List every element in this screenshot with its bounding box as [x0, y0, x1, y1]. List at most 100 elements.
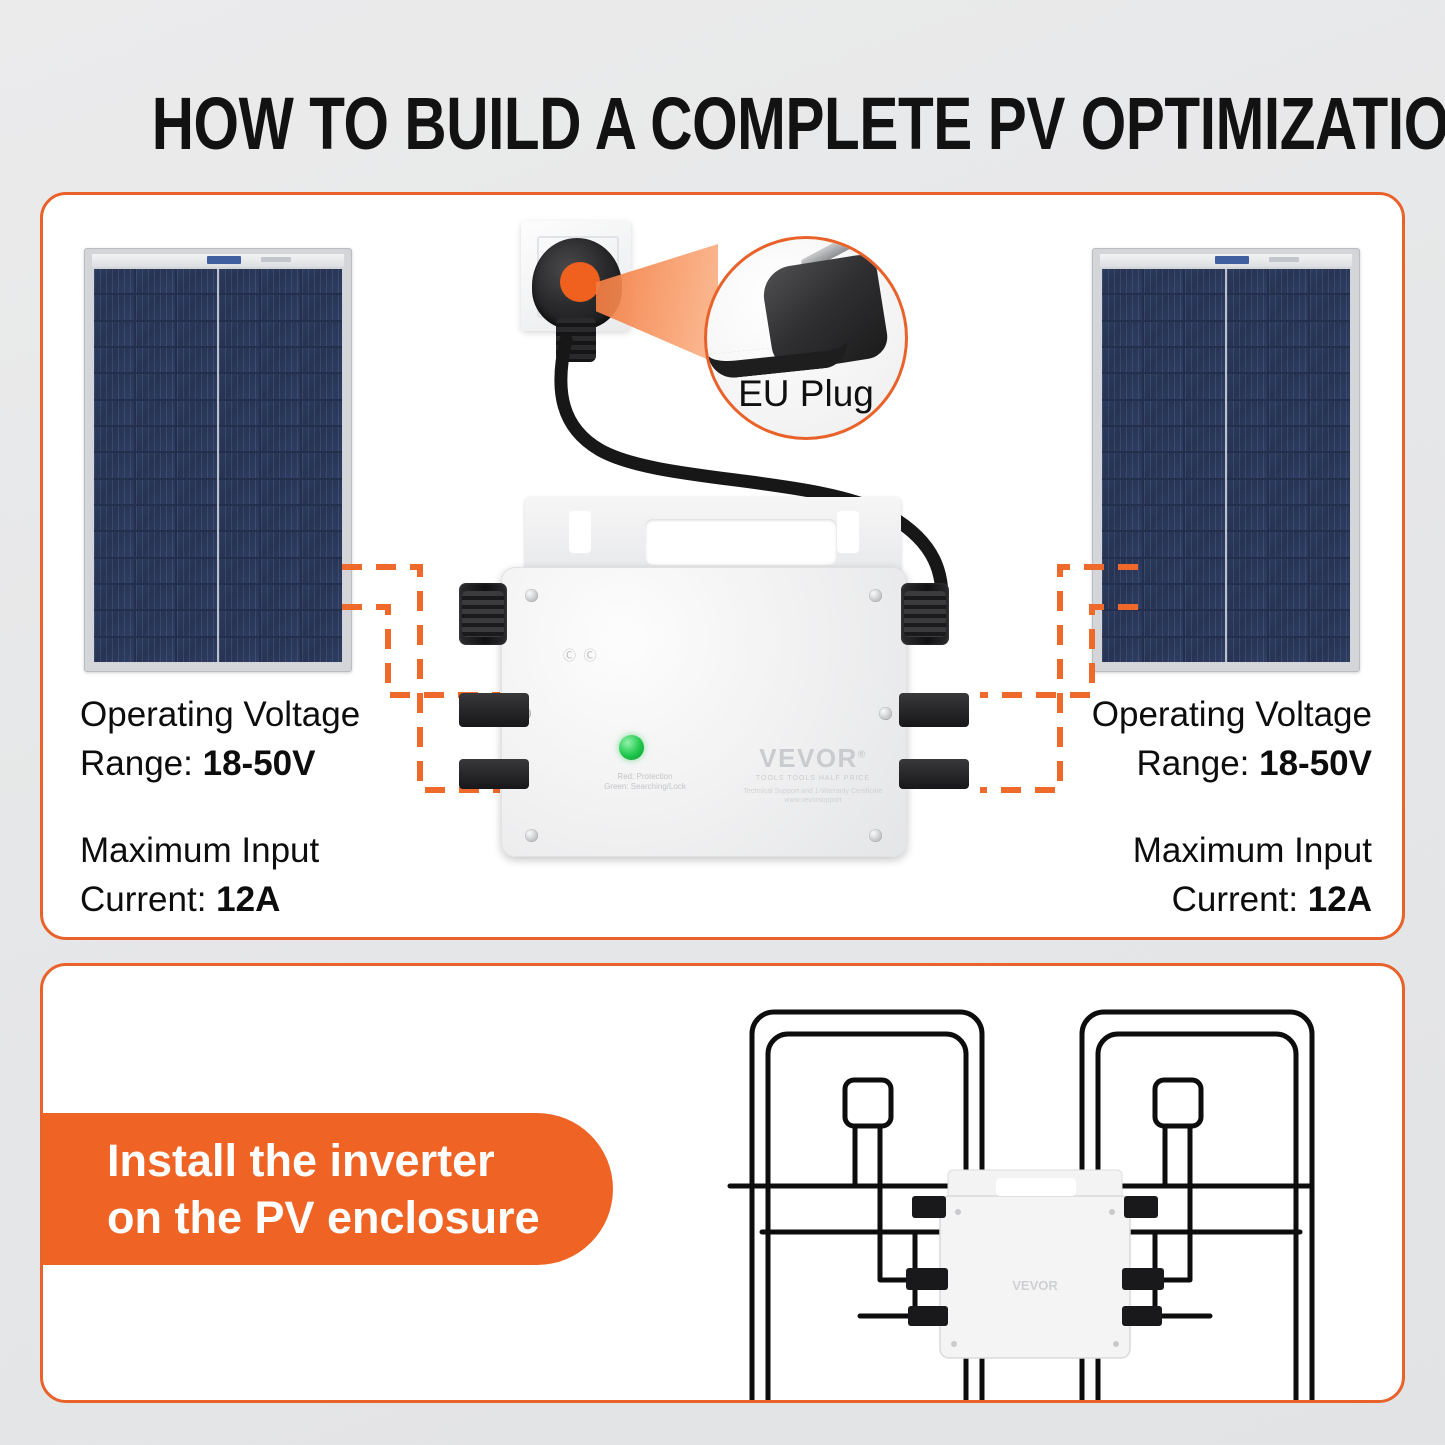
solar-cell — [177, 321, 217, 346]
solar-cell — [1310, 374, 1350, 399]
solar-cell — [302, 427, 342, 452]
panel-label-text — [1268, 257, 1299, 262]
solar-cell — [1102, 611, 1142, 636]
solar-cell — [219, 611, 259, 636]
spec-voltage-label: Operating Voltage — [1091, 695, 1372, 734]
solar-cell — [1310, 321, 1350, 346]
solar-cell — [1185, 400, 1225, 425]
solar-cell — [1227, 453, 1267, 478]
eu-plug-label: EU Plug — [738, 373, 874, 414]
solar-cell — [1268, 269, 1309, 294]
solar-cell — [1227, 532, 1267, 557]
solar-cell — [1185, 558, 1225, 583]
cta-line-1: Install the inverter — [107, 1135, 495, 1186]
lead-left-b — [877, 1123, 931, 1283]
diagram-inverter-brand: VEVOR — [1012, 1278, 1058, 1293]
solar-cell — [260, 611, 301, 636]
solar-cell — [302, 269, 342, 294]
solar-cell — [135, 611, 176, 636]
solar-cell — [1102, 558, 1142, 583]
led-legend: Red: Protection Green: Searching/Lock — [604, 772, 686, 791]
spec-current-label: Maximum Input — [80, 831, 320, 870]
solar-cell — [94, 479, 134, 504]
brand-support: Technical Support and 1-Warranty Certifi… — [743, 788, 883, 804]
certification-marks-icon: Ⓒ Ⓒ — [563, 648, 599, 663]
solar-cell — [1268, 585, 1309, 610]
solar-cell — [1268, 427, 1309, 452]
solar-cell — [1227, 611, 1267, 636]
solar-cell — [1310, 427, 1350, 452]
solar-cell — [1268, 374, 1309, 399]
solar-cell — [1185, 532, 1225, 557]
solar-cell — [302, 348, 342, 373]
solar-cell — [1227, 506, 1267, 531]
solar-cell — [219, 321, 259, 346]
solar-cell — [302, 453, 342, 478]
solar-cell — [94, 506, 134, 531]
solar-cell — [302, 321, 342, 346]
solar-cell — [219, 479, 259, 504]
solar-cell — [219, 427, 259, 452]
solar-cell — [1310, 453, 1350, 478]
page-title: HOW TO BUILD A COMPLETE PV OPTIMIZATION … — [151, 82, 1445, 165]
panel-cell-grid — [94, 269, 342, 662]
solar-cell — [94, 611, 134, 636]
junction-box-right — [1152, 1077, 1204, 1129]
solar-cell — [1143, 532, 1184, 557]
solar-cell — [1227, 321, 1267, 346]
solar-cell — [260, 479, 301, 504]
solar-cell — [94, 348, 134, 373]
solar-cell — [260, 637, 301, 662]
solar-cell — [1102, 374, 1142, 399]
spec-voltage-value: Range: 18-50V — [1136, 744, 1372, 783]
solar-cell — [1143, 400, 1184, 425]
lead-right-b — [1139, 1123, 1193, 1283]
housing-screw — [869, 589, 882, 602]
solar-cell — [94, 269, 134, 294]
mc4-connector-right-1 — [899, 693, 969, 727]
solar-cell — [260, 348, 301, 373]
solar-cell — [1143, 453, 1184, 478]
solar-cell — [1310, 479, 1350, 504]
mc4-connector-right-2 — [899, 759, 969, 789]
spec-voltage-label: Operating Voltage — [80, 695, 361, 734]
solar-cell — [219, 506, 259, 531]
solar-cell — [94, 427, 134, 452]
solar-cell — [1268, 479, 1309, 504]
solar-cell — [260, 269, 301, 294]
solar-cell — [1227, 348, 1267, 373]
solar-cell — [1143, 506, 1184, 531]
solar-cell — [135, 321, 176, 346]
spec-voltage: Operating Voltage Range: 18-50V — [1042, 690, 1372, 788]
solar-panel-right — [1092, 248, 1360, 672]
solar-cell — [135, 585, 176, 610]
solar-cell — [94, 295, 134, 320]
solar-cell — [1143, 348, 1184, 373]
solar-cell — [302, 374, 342, 399]
solar-cell — [177, 585, 217, 610]
solar-cell — [1227, 479, 1267, 504]
solar-panel-left — [84, 248, 352, 672]
housing-screw — [525, 589, 538, 602]
panel-label-tag — [1215, 256, 1250, 264]
solar-cell — [1102, 585, 1142, 610]
mc4-connector-left-2 — [459, 759, 529, 789]
solar-cell — [1185, 295, 1225, 320]
solar-cell — [1143, 585, 1184, 610]
solar-cell — [219, 374, 259, 399]
diagram-inverter: VEVOR — [906, 1169, 1164, 1359]
solar-cell — [135, 348, 176, 373]
solar-cell — [135, 374, 176, 399]
cable-gland-left — [459, 583, 507, 645]
solar-cell — [260, 400, 301, 425]
solar-cell — [1143, 637, 1184, 662]
solar-cell — [219, 532, 259, 557]
solar-cell — [1268, 558, 1309, 583]
bracket-notch — [837, 511, 859, 553]
solar-cell — [1102, 427, 1142, 452]
solar-cell — [1143, 427, 1184, 452]
solar-cell — [1268, 400, 1309, 425]
solar-cell — [1185, 374, 1225, 399]
mc4-connector-left-1 — [459, 693, 529, 727]
solar-cell — [1102, 453, 1142, 478]
